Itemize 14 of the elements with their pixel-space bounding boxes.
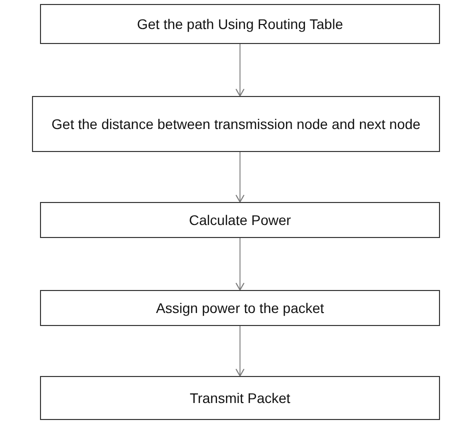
process-box [40,202,440,238]
arrow [236,326,244,376]
process-box [32,96,440,152]
process-box [40,376,440,420]
arrow [236,44,244,96]
step-text: Transmit Packet [190,388,290,408]
process-box [40,4,440,44]
arrow [236,238,244,290]
process-box [40,290,440,326]
step-text: Get the distance between transmission node and next node [52,114,420,134]
step-text: Get the path Using Routing Table [137,14,343,34]
step-text: Assign power to the packet [156,298,324,318]
step-text: Calculate Power [189,210,291,230]
arrow [236,152,244,202]
